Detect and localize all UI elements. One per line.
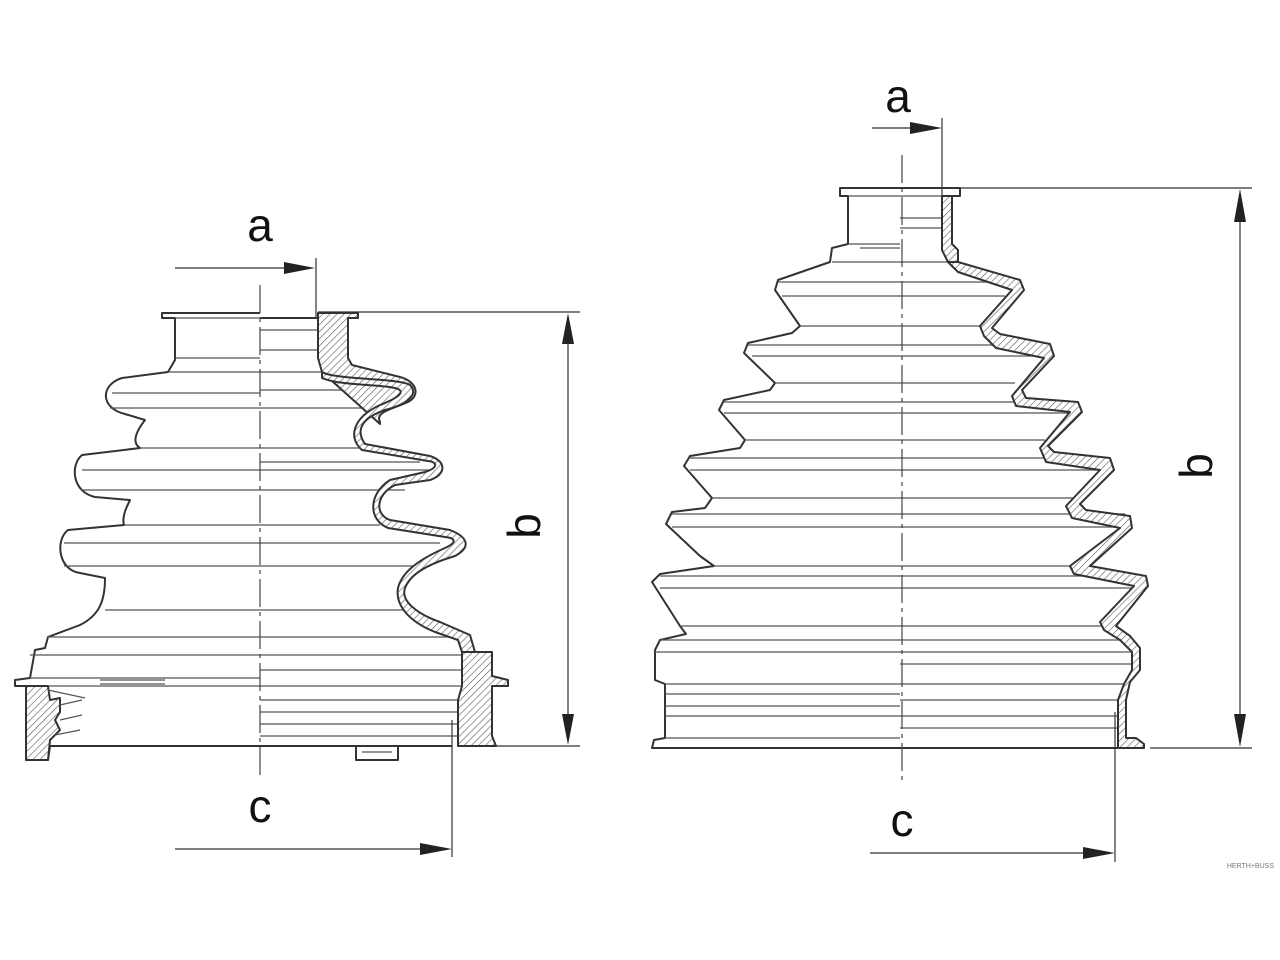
right-dimension-a: a [872,70,943,196]
right-boot-outline [651,187,900,749]
left-boot-collar-section-right [457,651,509,747]
right-label-b: b [1170,453,1222,479]
right-boot-bellows-section [947,261,1149,749]
brand-watermark: HERTH+BUSS [1227,863,1274,870]
left-boot-tab [355,746,399,761]
left-label-c: c [249,780,272,832]
left-boot-top-collar-section [317,312,417,425]
right-dimension-b: b [960,187,1252,749]
right-boot: a b c [651,70,1252,862]
left-boot-collar-section-left [25,685,61,761]
right-dimension-c: c [870,712,1116,862]
right-label-c: c [891,794,914,846]
left-boot-outline [14,312,260,761]
right-boot-rib-lines [655,195,900,739]
left-label-a: a [247,199,273,251]
left-boot-bellows-section [321,371,476,653]
left-boot-rib-lines [30,317,260,687]
right-boot-top-collar-section [941,195,959,263]
left-dimension-a: a [175,199,317,318]
left-dimension-c: c [175,720,453,857]
left-label-b: b [498,513,550,539]
left-boot: a b c [14,199,580,857]
right-label-a: a [885,70,911,122]
left-dimension-b: b [318,311,580,747]
